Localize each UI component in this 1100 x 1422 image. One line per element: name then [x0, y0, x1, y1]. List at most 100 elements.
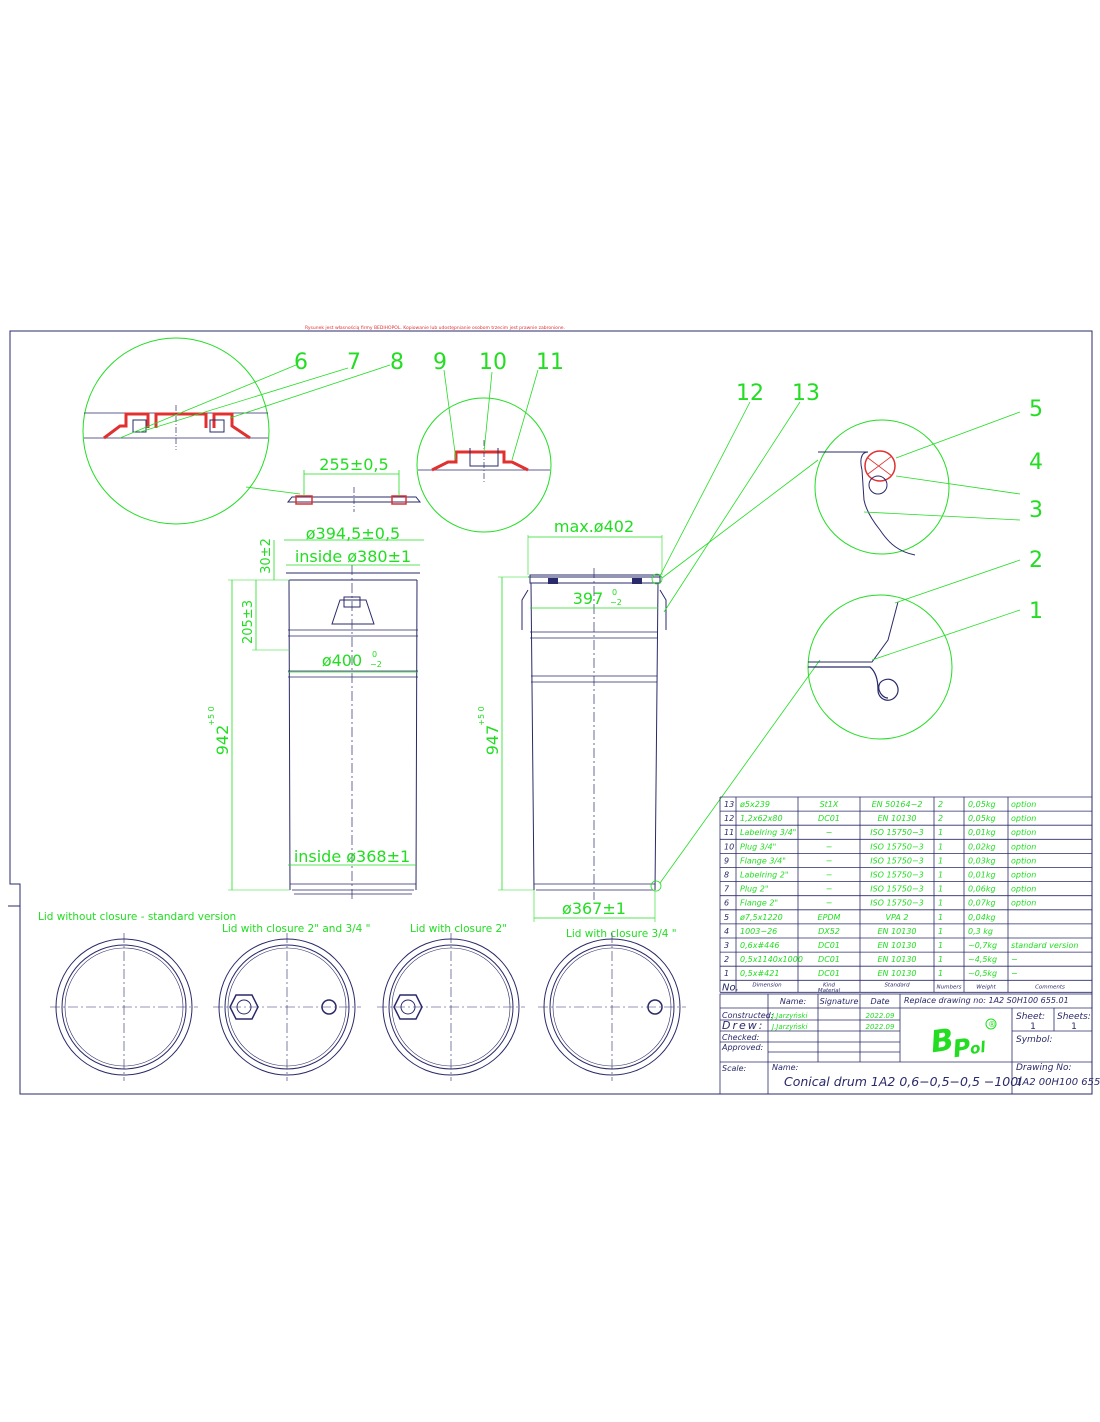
tb-drawing-no-label: Drawing No:: [1016, 1063, 1072, 1073]
bom-row-kind: −: [826, 899, 833, 908]
tb-drew-date: 2022.09: [866, 1023, 895, 1031]
bung-3-4in-icon: [321, 999, 337, 1015]
bung-3-4in-icon: [647, 999, 663, 1015]
bung-2in-icon: [229, 994, 259, 1020]
tb-drawing-name: Conical drum 1A2 0,6−0,5−0,5 −100l: [784, 1074, 1022, 1089]
tb-constructed-name: J.Jarzyński: [770, 1012, 807, 1020]
detail-circle-bottom: [807, 559, 1021, 740]
bom-row-weight: 0,05kg: [968, 800, 996, 809]
bom-row-dimension: ø7,5x1220: [739, 913, 783, 922]
drawing-frame: [9, 330, 1093, 1095]
bom-row-dimension: 0,5x1140x1000: [740, 955, 803, 964]
title-block: [719, 993, 1093, 1095]
lid-view-label-1: Lid without closure - standard version: [38, 911, 236, 923]
callout-10: 10: [479, 350, 507, 375]
bom-row-weight: 0,01kg: [968, 871, 996, 880]
tb-sheet-label: Sheet:: [1016, 1012, 1045, 1022]
bom-row-weight: 0,06kg: [968, 885, 996, 894]
bom-row-standard: ISO 15750−3: [870, 828, 924, 837]
bom-header-material: Material: [818, 988, 841, 994]
bom-row-number: 10: [724, 842, 734, 851]
dim-side-tol-up: 0: [612, 588, 617, 597]
tb-sheets-label: Sheets:: [1057, 1012, 1091, 1022]
bom-row-number: 9: [724, 856, 729, 865]
detail-circle-rim: [814, 411, 1021, 556]
bom-row-numbers: 1: [938, 927, 943, 936]
bom-row-kind: DC01: [818, 941, 840, 950]
bom-row-comments: option: [1011, 800, 1036, 809]
bom-row-kind: −: [826, 842, 833, 851]
bom-row-standard: ISO 15750−3: [870, 899, 924, 908]
bom-row-standard: EN 10130: [877, 814, 916, 823]
tb-drawing-no: 1A2 00H100 655.02: [1016, 1077, 1100, 1088]
detail-circle-lid-2in: [82, 337, 391, 525]
bom-row-dimension: 0,5x#421: [740, 969, 779, 978]
bung-2in-icon: [393, 994, 423, 1020]
dim-max-diameter: max.ø402: [554, 517, 634, 536]
bom-row-kind: EPDM: [818, 913, 841, 922]
bom-row-standard: EN 10130: [877, 969, 916, 978]
bom-row-numbers: 1: [938, 828, 943, 837]
lid-view-label-3: Lid with closure 2": [410, 923, 507, 935]
bom-row-standard: EN 10130: [877, 955, 916, 964]
bom-row-standard: ISO 15750−3: [870, 885, 924, 894]
lid-top-view-2in: [377, 933, 525, 1081]
bom-header-dimension: Dimension: [752, 982, 782, 988]
drum-front-view: [228, 539, 424, 900]
lid-view-label-4: Lid with closure 3/4 ": [566, 928, 677, 940]
dim-hoop-height: 205±3: [241, 600, 256, 644]
bom-row-standard: ISO 15750−3: [870, 842, 924, 851]
bom-row-kind: DC01: [818, 814, 840, 823]
bom-row-numbers: 1: [938, 955, 943, 964]
bom-row-weight: 0,3 kg: [968, 927, 993, 936]
dim-side-diameter: 397: [573, 589, 604, 608]
bom-row-weight: 0,05kg: [968, 814, 996, 823]
tb-constructed-label: Constructed:: [722, 1011, 774, 1020]
drum-side-view: [498, 401, 821, 922]
bom-row-weight: ~4,5kg: [968, 955, 997, 964]
callout-12: 12: [736, 381, 764, 406]
bom-row-comments: option: [1011, 828, 1036, 837]
bom-row-comments: option: [1011, 899, 1036, 908]
dim-side-tol-dn: −2: [610, 598, 622, 607]
bom-header-comments: Comments: [1035, 984, 1065, 990]
bom-row-dimension: Plug 2": [740, 885, 769, 894]
bom-row-kind: DX52: [818, 927, 840, 936]
dim-inside-bottom: inside ø368±1: [294, 847, 410, 866]
callout-5: 5: [1029, 397, 1043, 422]
bom-row-comments: standard version: [1011, 941, 1078, 950]
bom-row-kind: −: [826, 856, 833, 865]
lid-side-view: [286, 470, 422, 512]
bom-row-comments: option: [1011, 814, 1036, 823]
dim-height-right: 947: [483, 725, 502, 756]
tb-drew-name: J.Jarzyński: [770, 1023, 807, 1031]
bom-row-numbers: 1: [938, 871, 943, 880]
bom-row-dimension: 1,2x62x80: [740, 814, 783, 823]
lid-top-view-3-4in: [538, 933, 686, 1081]
bom-row-number: 13: [724, 800, 734, 809]
bom-header-standard: Standard: [884, 982, 910, 988]
tb-col-signature: Signature: [820, 997, 859, 1006]
bom-row-weight: 0,02kg: [968, 842, 996, 851]
bom-row-comments: option: [1011, 856, 1036, 865]
bom-row-number: 8: [724, 871, 729, 880]
bom-row-dimension: Plug 3/4": [740, 842, 776, 851]
dim-height-left: 942: [213, 725, 232, 756]
callout-13: 13: [792, 381, 820, 406]
bom-row-weight: 0,04kg: [968, 913, 996, 922]
callout-6: 6: [294, 350, 308, 375]
svg-text:B: B: [928, 1022, 956, 1060]
bom-row-kind: −: [826, 828, 833, 837]
tb-checked-label: Checked:: [722, 1033, 760, 1042]
bom-row-comments: −: [1011, 969, 1018, 978]
bom-row-dimension: 0,6x#446: [740, 941, 779, 950]
tb-approved-label: Approved:: [721, 1043, 764, 1052]
tb-scale-label: Scale:: [722, 1064, 747, 1073]
bom-row-standard: VPA 2: [885, 913, 908, 922]
bom-header-numbers: Numbers: [937, 984, 962, 990]
svg-text:P: P: [951, 1033, 973, 1063]
bom-row-standard: ISO 15750−3: [870, 856, 924, 865]
bom-row-weight: ~0,5kg: [968, 969, 997, 978]
